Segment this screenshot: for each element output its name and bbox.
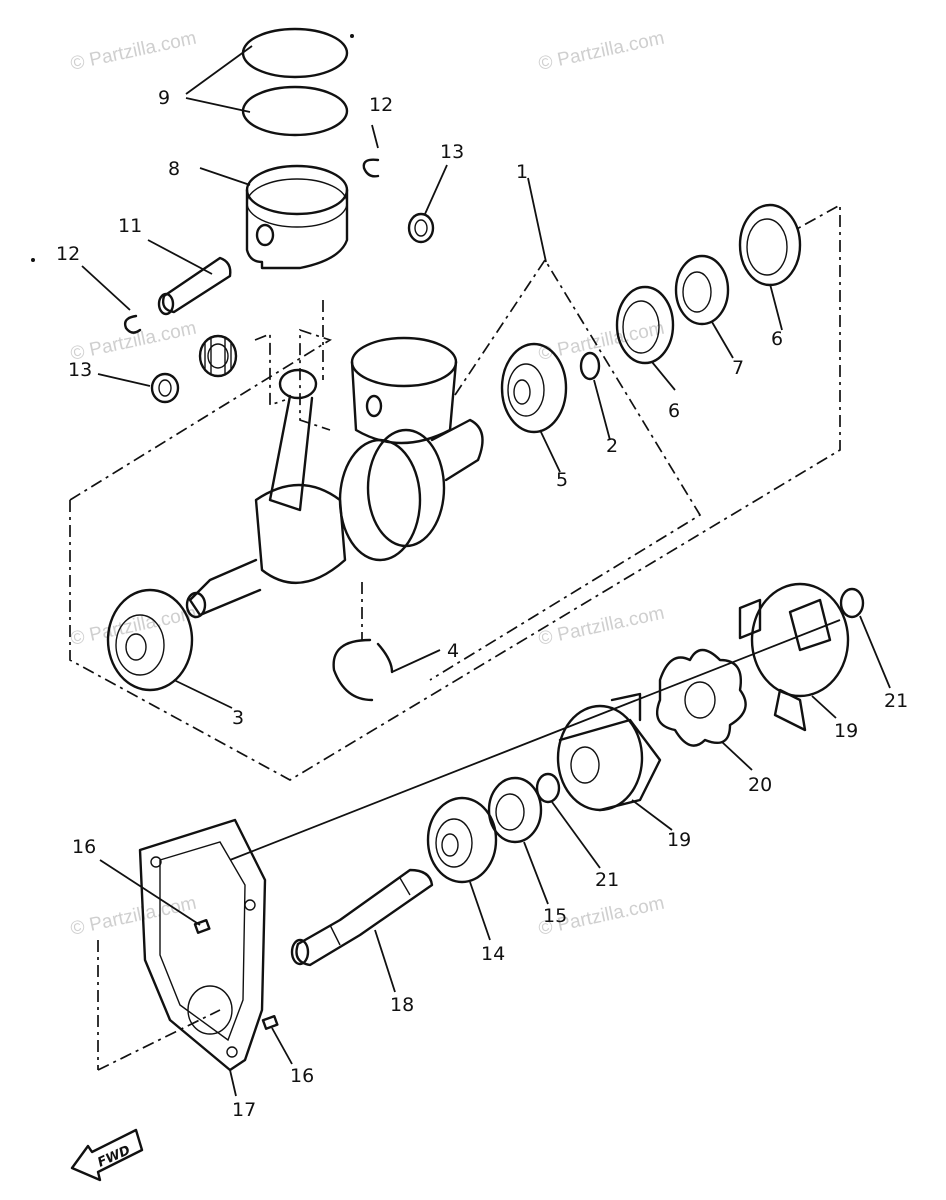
callout-17: 17 (232, 1099, 256, 1121)
stray-dot (31, 258, 35, 262)
bearing-7 (674, 254, 730, 326)
assembly-outline (229, 619, 841, 861)
callout-18: 18 (390, 994, 414, 1016)
needle-bearing (198, 334, 238, 378)
watermark: © Partzilla.com (69, 318, 199, 365)
piston-ring-second (241, 85, 349, 137)
oil-seal-6 (615, 285, 675, 365)
bearing-5 (500, 342, 568, 434)
bearing-15 (487, 776, 543, 844)
piston (199, 164, 349, 270)
washer-21b (535, 772, 561, 804)
callout-13: 13 (68, 359, 92, 381)
dowel-pin-16 (193, 918, 211, 934)
callout-1: 1 (516, 161, 528, 183)
piston-pin (157, 256, 232, 316)
dowel-pin-16b (261, 1014, 279, 1030)
callout-11: 11 (118, 215, 142, 237)
fwd-arrow: FWD (70, 1128, 144, 1182)
callout-16: 16 (72, 836, 96, 858)
callout-12: 12 (369, 94, 393, 116)
bearing-14 (426, 796, 498, 884)
callout-15: 15 (543, 905, 567, 927)
assembly-outline (69, 203, 841, 781)
crankshaft-assembly (185, 336, 484, 619)
callout-12: 12 (56, 243, 80, 265)
callout-7: 7 (732, 357, 744, 379)
callout-4: 4 (447, 640, 459, 662)
callout-20: 20 (748, 774, 772, 796)
assembly-outline (97, 1009, 221, 1071)
o-ring-2 (579, 351, 601, 381)
callout-6: 6 (668, 400, 680, 422)
assembly-outline (429, 258, 702, 681)
callout-5: 5 (556, 469, 568, 491)
leader-line (185, 97, 251, 113)
watermark: © Partzilla.com (69, 603, 199, 650)
callout-21: 21 (595, 869, 619, 891)
callout-labels: 9 12 13 8 11 1 12 13 6 7 6 2 5 4 3 21 19… (56, 87, 908, 1121)
circlip (362, 158, 380, 178)
bearing-3 (106, 588, 194, 692)
watermark: © Partzilla.com (537, 603, 667, 650)
piston-rings (185, 27, 349, 137)
washer (407, 212, 435, 244)
circlip (123, 314, 142, 334)
coupling-19-upper (738, 582, 850, 732)
callout-21: 21 (884, 690, 908, 712)
watermark: © Partzilla.com (537, 28, 667, 75)
callout-3: 3 (232, 707, 244, 729)
callout-14: 14 (481, 943, 505, 965)
oil-seal-6b (738, 203, 802, 287)
callout-19: 19 (667, 829, 691, 851)
leader-line (185, 45, 253, 95)
callout-16: 16 (290, 1065, 314, 1087)
drive-shaft-18 (290, 868, 434, 967)
callout-8: 8 (168, 158, 180, 180)
callout-19: 19 (834, 720, 858, 742)
callout-6: 6 (771, 328, 783, 350)
stray-dot (350, 34, 354, 38)
washer (150, 372, 180, 404)
snap-ring-4 (332, 638, 394, 702)
damper-20 (655, 648, 747, 747)
callout-9: 9 (158, 87, 170, 109)
washer-21 (839, 587, 865, 619)
assembly-outline (254, 332, 286, 407)
leader-lines (81, 124, 891, 1097)
leader-line (199, 167, 251, 186)
piston-ring-top (241, 27, 349, 79)
coupling-19-lower (556, 692, 662, 812)
callout-13: 13 (440, 141, 464, 163)
watermark: © Partzilla.com (69, 28, 199, 75)
callout-2: 2 (606, 435, 618, 457)
gasket-17 (138, 818, 267, 1072)
watermark: © Partzilla.com (69, 893, 199, 940)
